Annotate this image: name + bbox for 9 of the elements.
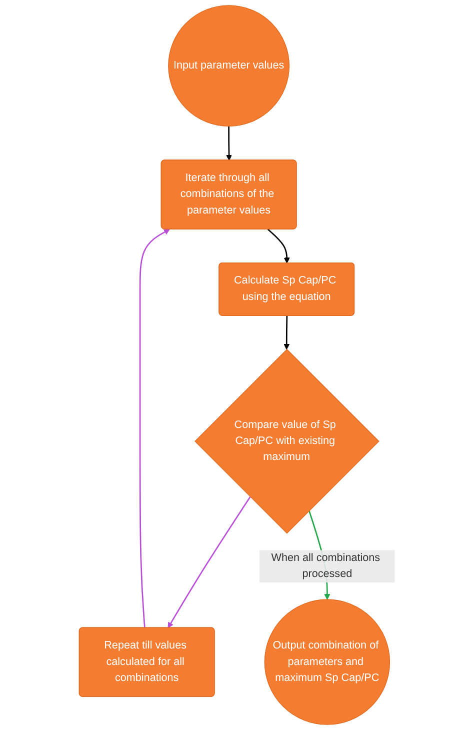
arrow: [284, 316, 290, 350]
arrow: [226, 126, 232, 161]
edge-label: When all combinations processed: [271, 552, 380, 580]
node-diamond: Compare value of Sp Cap/PC with existing maximum: [194, 348, 380, 534]
node-circle: Output combination of parameters and maximum Sp Cap/PC: [264, 599, 390, 725]
node-circle: Input parameter values: [168, 5, 290, 127]
arrow: [139, 229, 170, 628]
arrow: [267, 228, 290, 264]
arrow: [168, 496, 251, 628]
